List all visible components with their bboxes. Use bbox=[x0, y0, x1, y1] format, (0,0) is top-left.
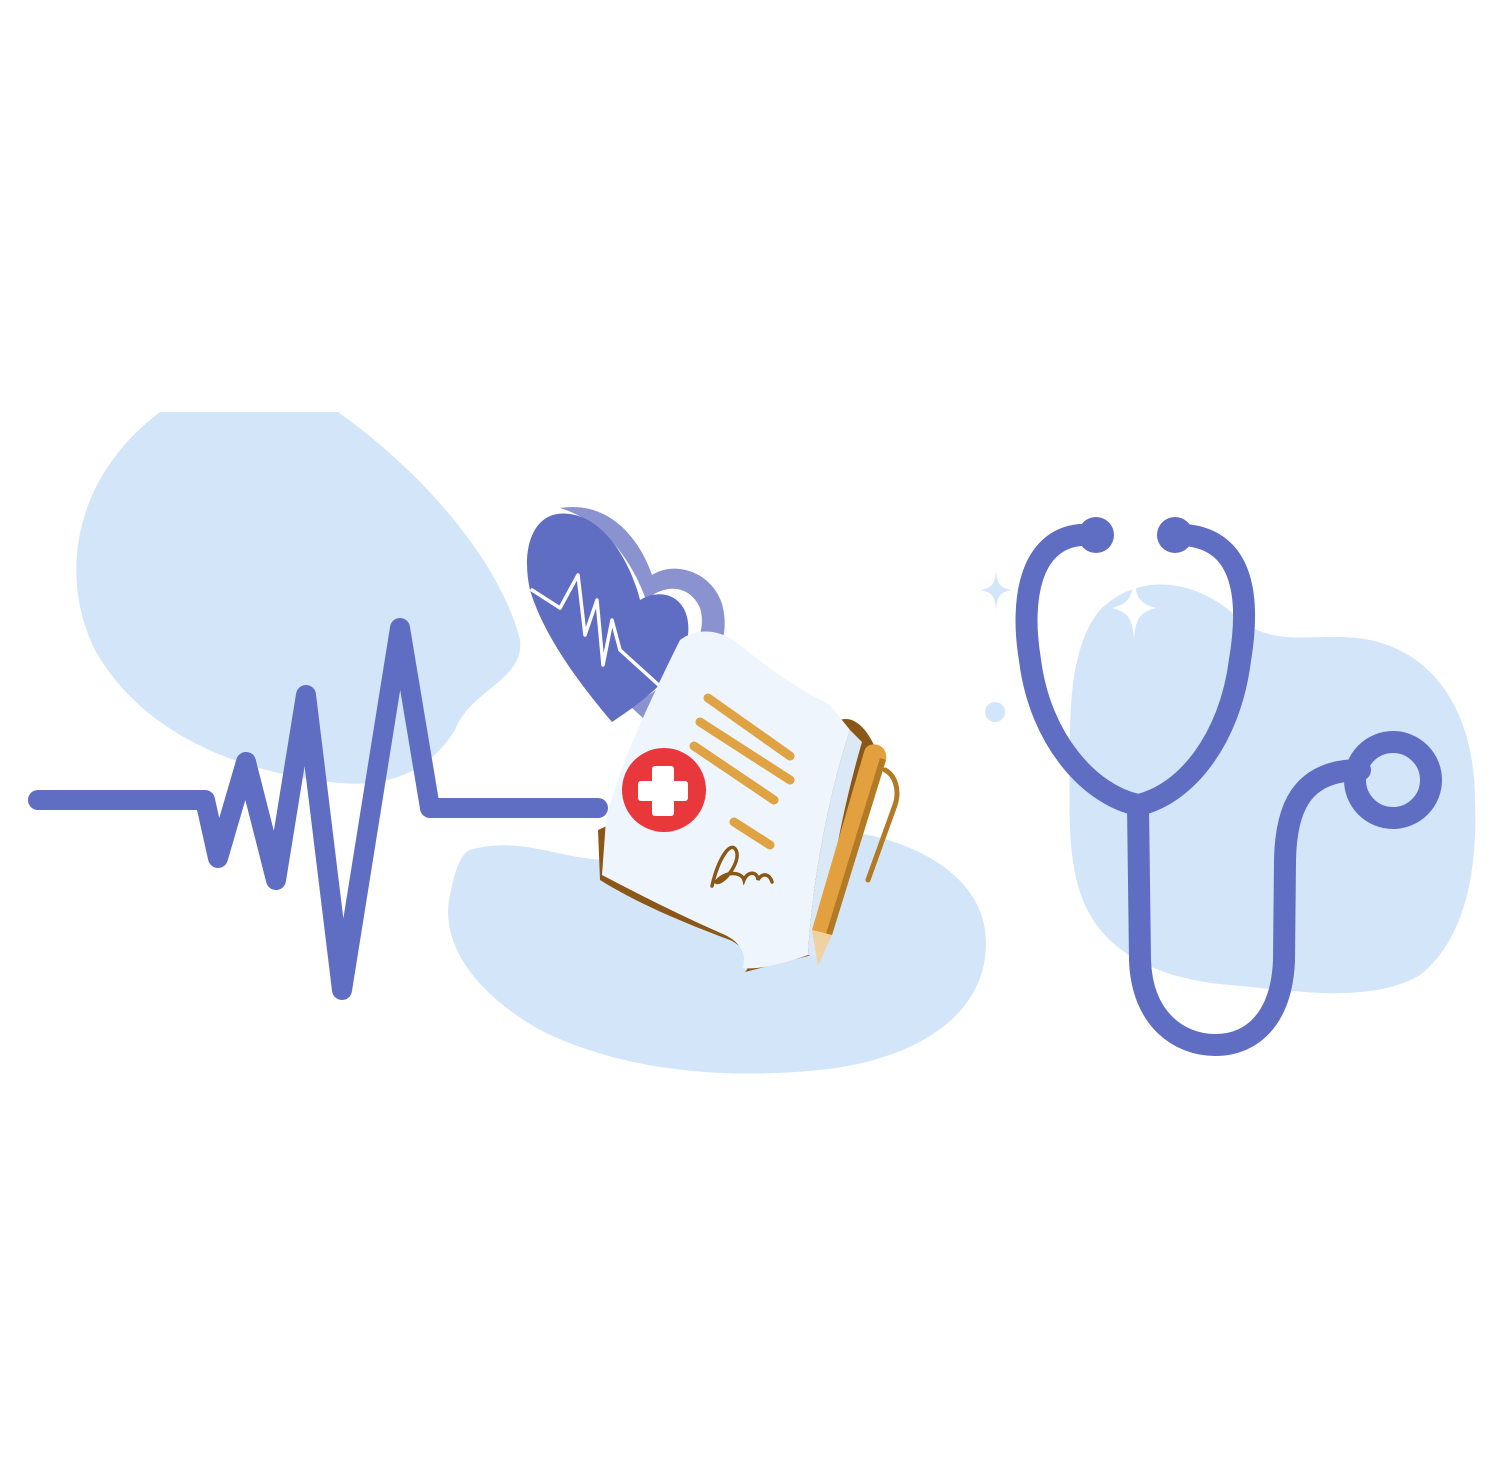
stethoscope-left-tube bbox=[1015, 524, 1149, 816]
medical-cross-icon bbox=[638, 766, 688, 816]
stethoscope-earpiece-left bbox=[1078, 517, 1114, 553]
stethoscope-earpieces bbox=[1078, 517, 1193, 553]
stethoscope-icon bbox=[1015, 524, 1442, 1056]
sparkle-icon bbox=[980, 570, 1012, 610]
pencil-clip bbox=[865, 767, 900, 883]
pencil-edge bbox=[826, 758, 886, 935]
stethoscope-earpiece-right bbox=[1157, 517, 1193, 553]
stethoscope-right-tube bbox=[1127, 524, 1255, 816]
heart-front bbox=[527, 513, 689, 722]
heart-cardiogram-line bbox=[530, 573, 664, 690]
stethoscope-main-tube bbox=[1127, 759, 1371, 1056]
sparkles bbox=[980, 570, 1156, 722]
medical-record-icon bbox=[598, 631, 880, 972]
blob-center bbox=[448, 829, 986, 1074]
pencil-icon bbox=[812, 744, 900, 966]
sparkle-icon bbox=[1112, 578, 1156, 638]
background-blobs bbox=[76, 412, 1476, 1074]
pencil-tip bbox=[812, 930, 832, 966]
stethoscope-chestpiece bbox=[1344, 731, 1442, 829]
record-text-lines bbox=[689, 693, 795, 850]
paper-sheet bbox=[602, 631, 850, 969]
pencil-body bbox=[812, 744, 887, 935]
signature bbox=[710, 845, 774, 888]
blob-right bbox=[1069, 584, 1476, 994]
sparkle-dot bbox=[985, 702, 1005, 722]
heartbeat-line-icon bbox=[28, 618, 608, 1000]
